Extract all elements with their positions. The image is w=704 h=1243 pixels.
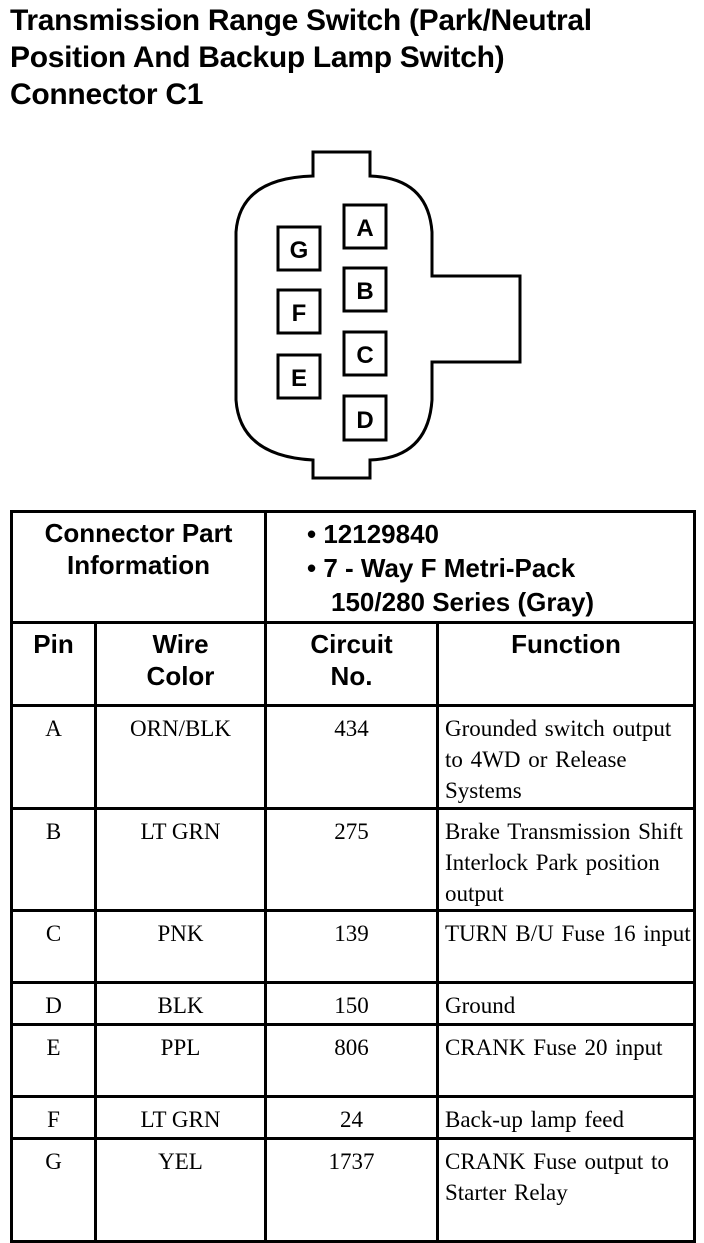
wire-color-cell: LT GRN	[94, 1095, 267, 1140]
table-row: A ORN/BLK 434 Grounded switch output to …	[10, 704, 697, 810]
function-cell: Brake Transmission Shift Interlock Park …	[435, 807, 697, 912]
pin-label-a: A	[356, 215, 373, 242]
function-cell: CRANK Fuse 20 input	[435, 1023, 697, 1098]
connector-housing-outline	[234, 150, 522, 480]
pin-label-e: E	[291, 365, 307, 392]
header-pin: Pin	[10, 621, 97, 707]
pin-cell: B	[10, 807, 97, 912]
pin-table: Connector Part Information • 12129840 • …	[10, 510, 697, 1243]
table-row: F LT GRN 24 Back-up lamp feed	[10, 1095, 697, 1140]
circuit-cell: 275	[264, 807, 439, 912]
circuit-cell: 150	[264, 981, 439, 1026]
connector-info-row: Connector Part Information • 12129840 • …	[10, 510, 697, 624]
table-row: E PPL 806 CRANK Fuse 20 input	[10, 1023, 697, 1098]
circuit-cell: 139	[264, 909, 439, 984]
pin-cell: C	[10, 909, 97, 984]
wire-color-cell: LT GRN	[94, 807, 267, 912]
header-wire-color: Wire Color	[94, 621, 267, 707]
wire-color-cell: ORN/BLK	[94, 704, 267, 810]
part-number: • 12129840	[307, 519, 440, 549]
pin-box-e: E	[276, 353, 322, 400]
pin-box-g: G	[276, 225, 322, 272]
table-row: B LT GRN 275 Brake Transmission Shift In…	[10, 807, 697, 912]
header-circuit-no: Circuit No.	[264, 621, 439, 707]
function-cell: Grounded switch output to 4WD or Release…	[435, 704, 697, 810]
circuit-cell: 24	[264, 1095, 439, 1140]
function-cell: TURN B/U Fuse 16 input	[435, 909, 697, 984]
pin-label-c: C	[356, 342, 373, 369]
page-title: Transmission Range Switch (Park/Neutral …	[10, 2, 700, 113]
pin-label-g: G	[290, 237, 309, 264]
connector-type: • 7 - Way F Metri-Pack	[307, 553, 576, 583]
circuit-cell: 1737	[264, 1137, 439, 1243]
pin-box-a: A	[342, 203, 388, 250]
wire-color-cell: BLK	[94, 981, 267, 1026]
pin-box-c: C	[342, 330, 388, 377]
column-header-row: Pin Wire Color Circuit No. Function	[10, 621, 697, 707]
pin-cell: A	[10, 704, 97, 810]
function-cell: Back-up lamp feed	[435, 1095, 697, 1140]
title-line-1: Transmission Range Switch (Park/Neutral	[10, 4, 592, 37]
pin-box-b: B	[342, 266, 388, 313]
header-function: Function	[435, 621, 697, 707]
circuit-cell: 806	[264, 1023, 439, 1098]
connector-diagram: A B C D E F G	[234, 150, 522, 480]
connector-info-label: Connector Part Information	[10, 510, 267, 624]
pin-cell: F	[10, 1095, 97, 1140]
connector-series: 150/280 Series (Gray)	[331, 587, 595, 617]
table-row: D BLK 150 Ground	[10, 981, 697, 1026]
pin-cell: E	[10, 1023, 97, 1098]
pin-label-b: B	[356, 278, 373, 305]
table-row: C PNK 139 TURN B/U Fuse 16 input	[10, 909, 697, 984]
title-line-2: Position And Backup Lamp Switch)	[10, 41, 505, 74]
pin-label-d: D	[356, 407, 373, 434]
pin-box-d: D	[342, 394, 388, 442]
table-row: G YEL 1737 CRANK Fuse output to Starter …	[10, 1137, 697, 1243]
pin-box-f: F	[276, 288, 322, 335]
connector-info-values: • 12129840 • 7 - Way F Metri-Pack 150/28…	[263, 510, 697, 624]
function-cell: Ground	[435, 981, 697, 1026]
function-cell: CRANK Fuse output to Starter Relay	[435, 1137, 697, 1243]
title-line-3: Connector C1	[10, 78, 204, 111]
wire-color-cell: YEL	[94, 1137, 267, 1243]
pin-cell: D	[10, 981, 97, 1026]
circuit-cell: 434	[264, 704, 439, 810]
wire-color-cell: PPL	[94, 1023, 267, 1098]
pin-cell: G	[10, 1137, 97, 1243]
wire-color-cell: PNK	[94, 909, 267, 984]
pin-label-f: F	[292, 300, 307, 327]
